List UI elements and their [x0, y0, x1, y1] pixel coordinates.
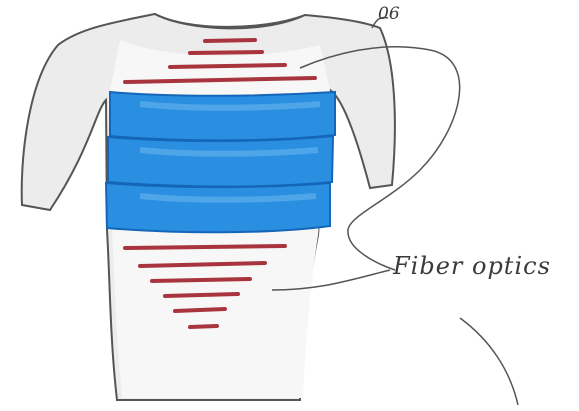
blue-band — [110, 92, 335, 140]
leader-line-bottom — [460, 318, 518, 405]
blue-bands — [106, 92, 335, 232]
upper-stripe — [205, 40, 255, 41]
lower-stripe — [125, 246, 285, 248]
blue-band — [108, 136, 333, 187]
figure-number: 06 — [378, 4, 400, 24]
lower-stripe — [190, 326, 217, 327]
fiber-optics-label: Fiber optics — [393, 252, 551, 280]
lower-stripe — [165, 294, 238, 296]
lower-stripe — [152, 279, 250, 281]
upper-stripe — [190, 52, 262, 53]
lower-stripe — [175, 309, 225, 311]
blue-band — [106, 183, 330, 232]
upper-stripe — [170, 65, 285, 67]
